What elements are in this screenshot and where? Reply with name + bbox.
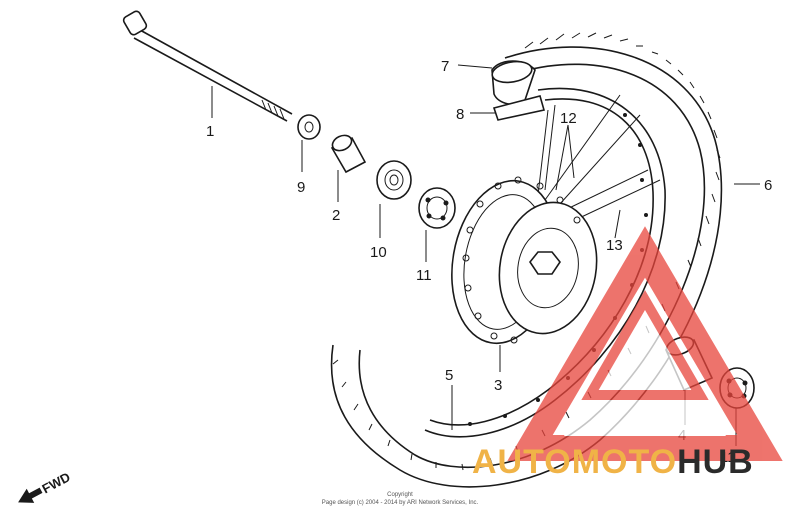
callout-12: 12 (560, 110, 577, 127)
watermark-text: AUTOMOTOHUB (472, 443, 754, 481)
forward-direction-indicator: FWD (18, 469, 73, 503)
callout-2: 2 (332, 207, 340, 224)
washer-part (297, 114, 321, 140)
callout-10: 10 (370, 244, 387, 261)
callout-1: 1 (206, 123, 214, 140)
callout-11: 11 (416, 267, 432, 284)
callout-7: 7 (441, 58, 449, 75)
callout-5: 5 (445, 367, 453, 384)
copyright-line1: Copyright (387, 492, 413, 498)
callout-8: 8 (456, 106, 464, 123)
callout-3: 3 (494, 377, 502, 394)
forward-arrow-icon (18, 487, 43, 503)
svg-text:AUTOMOTOHUB: AUTOMOTOHUB (472, 443, 754, 481)
callout-11-right: 11 (720, 449, 736, 466)
copyright-notice: Copyright Page design (c) 2004 - 2014 by… (322, 492, 479, 506)
tube-part (491, 60, 536, 106)
axle-part (122, 10, 293, 122)
bearing-10-part (376, 160, 412, 200)
copyright-line2: Page design (c) 2004 - 2014 by ARI Netwo… (322, 500, 479, 506)
watermark-part1: AUTOMOTO (472, 443, 677, 481)
callout-6: 6 (764, 177, 772, 194)
bearing-11-part (418, 187, 456, 229)
rim-band-part (492, 95, 546, 121)
hub-part (451, 176, 598, 345)
watermark-logo (507, 226, 783, 461)
callout-13: 13 (606, 237, 623, 254)
callout-9: 9 (297, 179, 305, 196)
fwd-label: FWD (40, 469, 73, 496)
callouts: 1 9 2 10 11 7 8 12 13 6 5 3 4 (206, 58, 772, 444)
watermark-part2: HUB (677, 443, 754, 481)
spokes-part (537, 94, 661, 221)
spacer-part (330, 134, 367, 174)
